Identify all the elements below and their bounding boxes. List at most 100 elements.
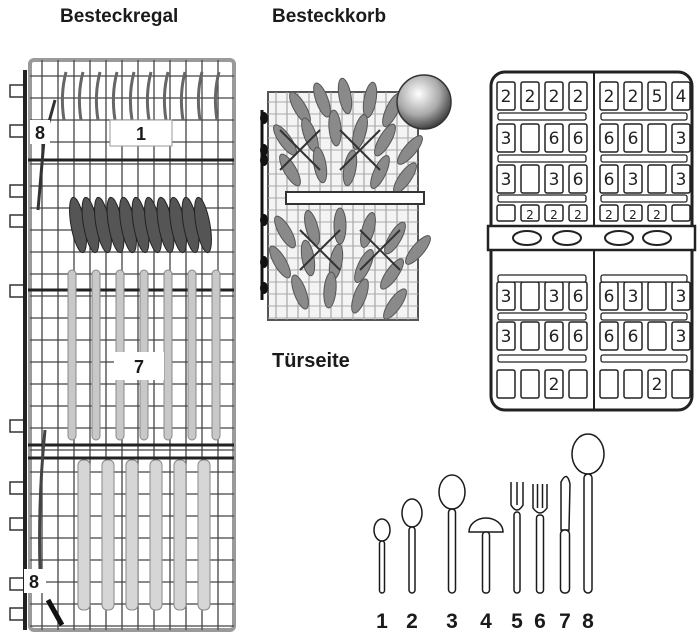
rack-knife-handle: [91, 269, 101, 441]
utensil-6-fork: [532, 484, 548, 514]
layout-cell-number: 3: [501, 287, 512, 307]
rack-knife-blade: [125, 459, 139, 611]
rack-knife-handle: [211, 269, 221, 441]
rack-title: Besteckregal: [60, 6, 179, 27]
layout-cell-number: 3: [501, 327, 512, 347]
layout-cell: [544, 369, 564, 399]
basket-divider-bar: [285, 191, 425, 205]
basket-utensil-handle: [323, 271, 337, 309]
utensil-5-handle: [513, 511, 521, 594]
utensil-number: 2: [406, 610, 418, 633]
layout-cell-number: 2: [550, 208, 558, 222]
layout-cell-number: 2: [573, 87, 584, 107]
layout-cell: [647, 81, 667, 111]
layout-cell: [623, 81, 643, 111]
utensil-1-handle: [378, 540, 386, 594]
layout-cell: [544, 321, 564, 351]
layout-cell-number: 6: [604, 287, 615, 307]
basket-utensil-handle: [374, 123, 396, 157]
basket-utensil-handle: [312, 146, 328, 184]
door-side-label: Türseite: [272, 350, 350, 372]
svg-text:1: 1: [136, 124, 146, 144]
basket-utensil-handle: [274, 215, 296, 249]
basket-utensil-handle: [279, 153, 301, 187]
layout-cell: [599, 81, 619, 111]
layout-cell: [623, 164, 643, 194]
layout-cell-number: 6: [628, 129, 639, 149]
basket-body: [260, 74, 452, 321]
layout-cell-number: 6: [549, 327, 560, 347]
layout-handle-slot: [642, 230, 672, 246]
utensil-7-handle: [559, 529, 571, 594]
utensil-number: 3: [446, 610, 458, 633]
layout-cell-number: 2: [501, 87, 512, 107]
layout-cell-number: 4: [676, 87, 687, 107]
layout-cell-number: 2: [549, 375, 560, 395]
basket-ladle-bowl: [396, 74, 452, 130]
utensil-number: 8: [582, 610, 594, 633]
layout-cell: [671, 123, 691, 153]
layout-cell: [520, 81, 540, 111]
layout-cell-number: 6: [573, 287, 584, 307]
rack-knife-blade: [101, 459, 115, 611]
layout-cell: [568, 164, 588, 194]
layout-cell: [568, 369, 588, 399]
rack-spoon-handle: [179, 71, 187, 121]
basket-crossed-cutlery: [359, 229, 401, 271]
utensil-6-handle: [535, 514, 545, 594]
rack-spoon-handle: [128, 71, 136, 121]
layout-cell-number: 2: [525, 87, 536, 107]
utensil-number: 6: [534, 610, 546, 633]
utensil-5-dessert-fork: [510, 482, 524, 511]
rack-label-7: 7: [114, 352, 164, 380]
utensil-3-handle: [447, 508, 457, 594]
rack-spoon-handle: [145, 71, 153, 121]
layout-cell: [623, 321, 643, 351]
layout-cell: [671, 321, 691, 351]
basket-utensil-handle: [352, 114, 368, 150]
layout-row-separator: [600, 354, 688, 363]
layout-cell-number: 2: [604, 87, 615, 107]
layout-row-separator: [497, 312, 587, 321]
layout-cell: [647, 204, 667, 222]
utensil-3-soup-spoon: [438, 474, 466, 510]
layout-cell: [647, 164, 667, 194]
layout-row-separator: [497, 154, 587, 163]
layout-cell: [623, 369, 643, 399]
utensil-1-small-spoon: [373, 518, 391, 542]
basket-utensil-handle: [313, 82, 331, 118]
layout-cell-number: 6: [604, 170, 615, 190]
layout-cell: [671, 81, 691, 111]
layout-cell: [647, 369, 667, 399]
layout-cell-number: 6: [549, 129, 560, 149]
layout-cell-number: 3: [628, 170, 639, 190]
basket-utensil-handle: [337, 77, 353, 115]
layout-cell: [599, 321, 619, 351]
layout-cell: [671, 164, 691, 194]
layout-row-separator: [600, 154, 688, 163]
layout-cell-number: 6: [604, 327, 615, 347]
layout-cell: [623, 204, 643, 222]
layout-cell-number: 6: [628, 327, 639, 347]
rack-knife-blade: [173, 459, 187, 611]
layout-handle-slot: [512, 230, 542, 246]
layout-cell: [544, 164, 564, 194]
layout-cell-number: 6: [573, 170, 584, 190]
rack-knife-handle: [67, 269, 77, 441]
utensil-8-serving-spoon: [571, 433, 605, 475]
layout-cell-number: 3: [501, 129, 512, 149]
utensil-8-handle: [583, 473, 593, 594]
layout-row-separator: [497, 112, 587, 121]
layout-row-separator: [600, 312, 688, 321]
layout-cell: [647, 123, 667, 153]
rack-frame: [28, 58, 236, 632]
utensil-4-handle: [481, 531, 491, 594]
rack-spoon-handle: [111, 71, 119, 121]
layout-cell: [568, 321, 588, 351]
layout-cell: [599, 369, 619, 399]
layout-cell: [520, 369, 540, 399]
layout-row-separator: [600, 274, 688, 283]
layout-cell-number: 2: [653, 208, 661, 222]
layout-cell-number: 3: [628, 287, 639, 307]
